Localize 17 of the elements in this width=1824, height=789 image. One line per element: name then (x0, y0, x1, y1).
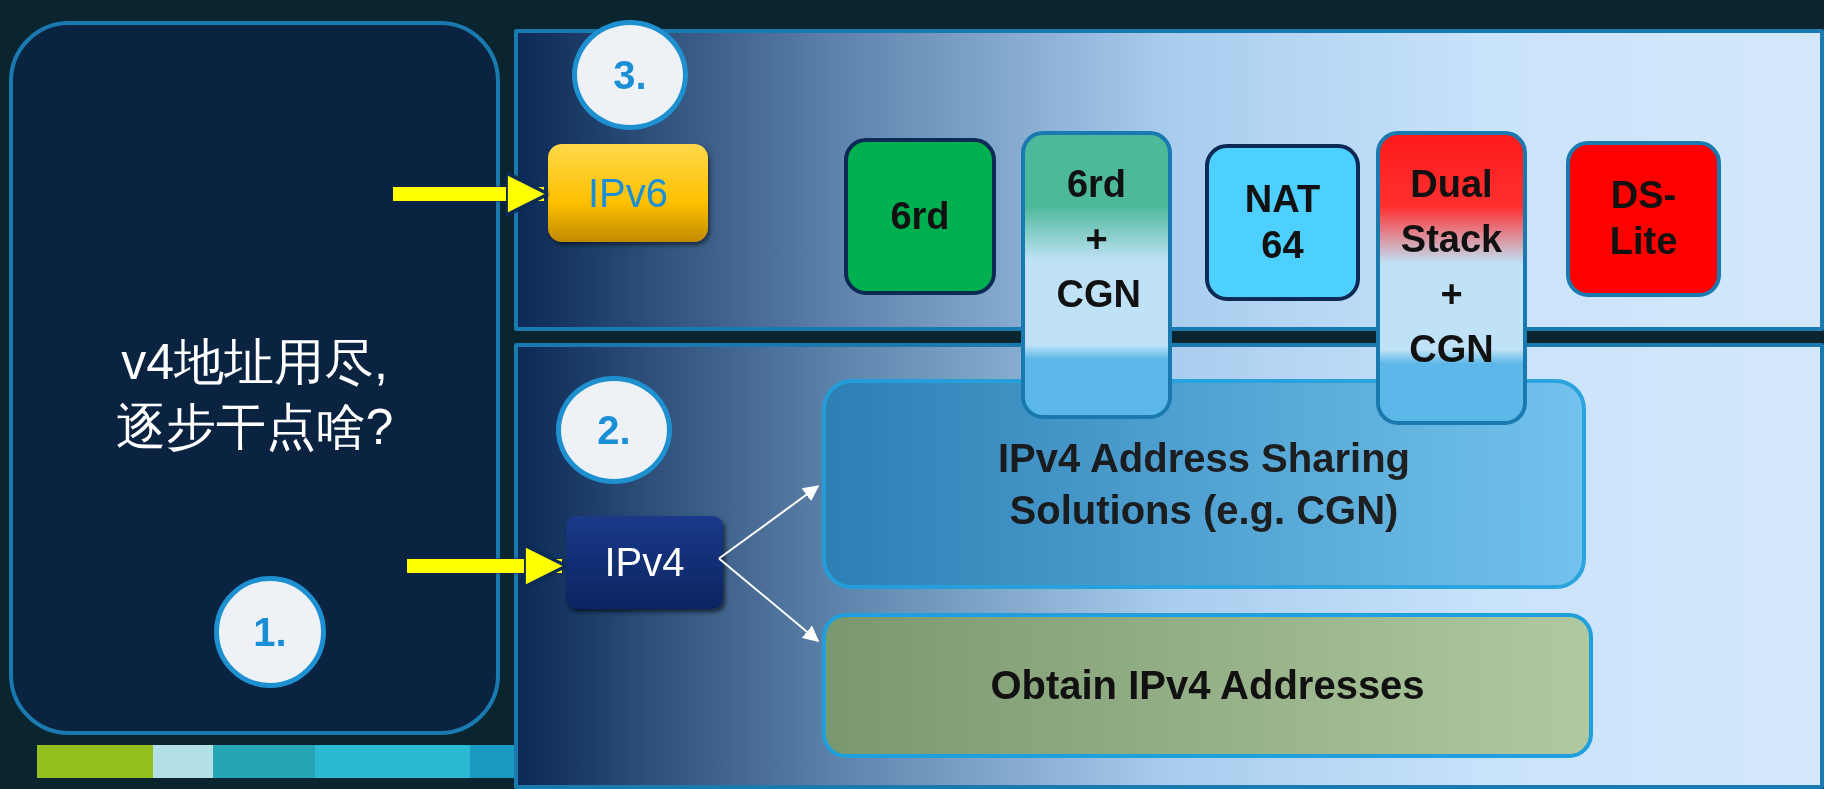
solution-box: IPv4 Address Sharing Solutions (e.g. CGN) (822, 379, 1586, 589)
technology-box: 6rd (844, 138, 996, 295)
ipv6-button: IPv6 (548, 144, 708, 242)
arrow (718, 557, 820, 642)
arrow (718, 485, 820, 560)
block-arrow (393, 171, 550, 217)
technology-box: NAT 64 (1205, 144, 1360, 301)
technology-box: 6rd + CGN (1021, 131, 1172, 419)
technology-box: DS-Lite (1566, 141, 1721, 297)
technology-box: Dual Stack + CGN (1376, 131, 1527, 425)
question-panel (9, 21, 500, 735)
step-number-badge: 3. (572, 20, 688, 130)
question-text: v4地址用尽,逐步干点啥? (114, 333, 395, 457)
solution-box: Obtain IPv4 Addresses (822, 613, 1593, 758)
step-number-badge: 1. (214, 576, 326, 688)
ipv4-button: IPv4 (566, 516, 723, 609)
step-number-badge: 2. (556, 376, 672, 484)
